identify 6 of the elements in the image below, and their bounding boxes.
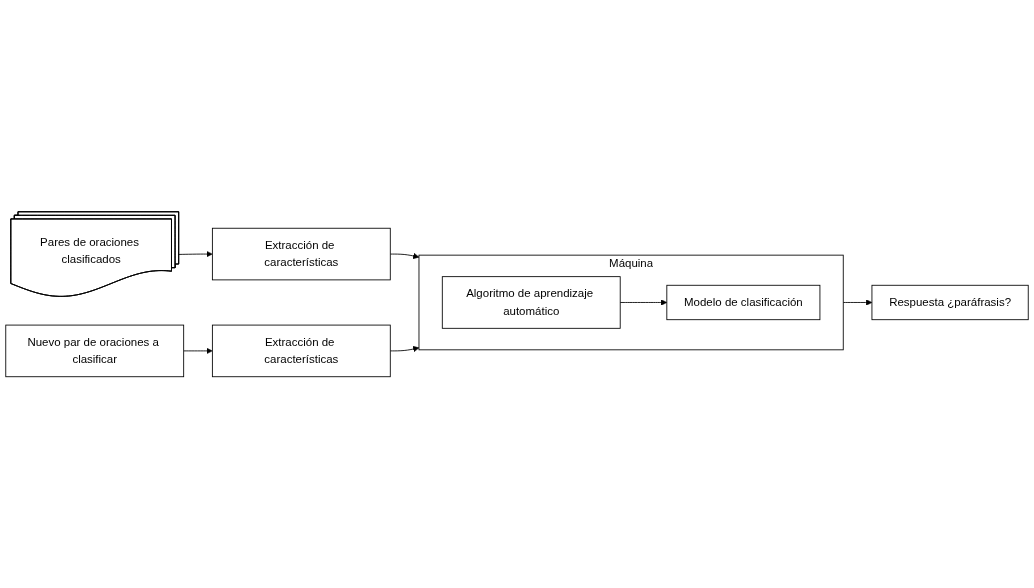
node-box: Respuesta ¿paráfrasis? [871,284,1029,320]
node-box: Extracción de características [211,324,391,377]
node-box: Algoritmo de aprendizaje automático [441,276,621,329]
node-box: Nuevo par de oraciones a clasificar [5,324,185,377]
node-box: Extracción de características [211,227,391,281]
node-box: Modelo de clasificación [666,284,821,320]
